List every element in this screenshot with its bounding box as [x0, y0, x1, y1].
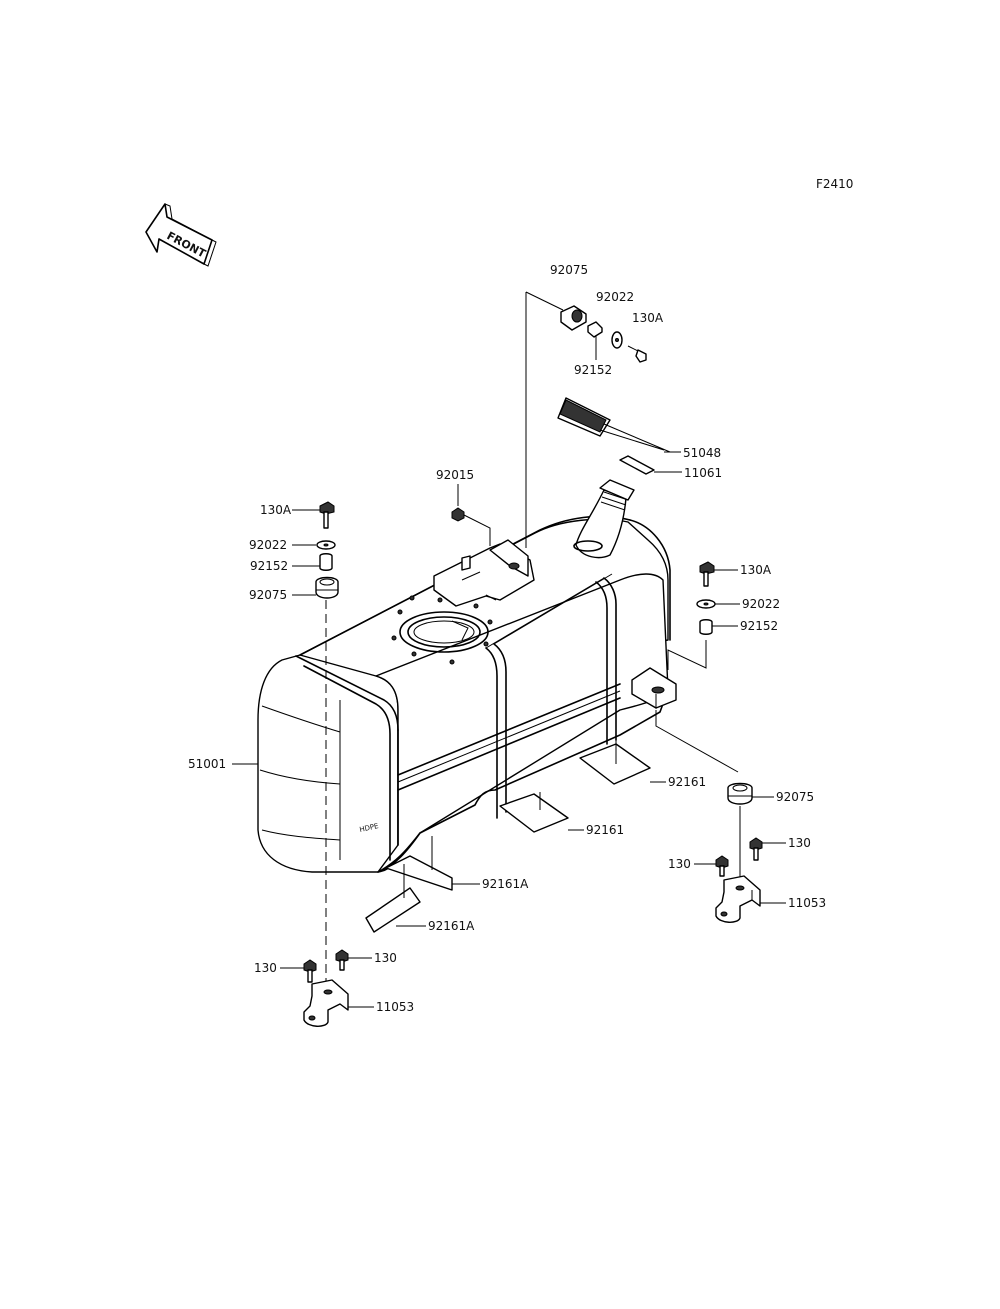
- label-92152-right: 92152: [740, 619, 778, 633]
- collar-92152-left: [319, 553, 333, 571]
- collar-92152-right: [699, 619, 713, 635]
- bolt-130A-right: [699, 561, 715, 587]
- bolt-130-right-lower: [715, 855, 729, 877]
- bolt-130A-top: [627, 345, 647, 363]
- label-92161A-a: 92161A: [482, 877, 529, 891]
- label-130A-top: 130A: [632, 311, 664, 325]
- label-92075-top: 92075: [550, 263, 588, 277]
- pad-92161A-b: [365, 887, 421, 933]
- label-130-right-a: 130: [788, 836, 811, 850]
- label-130A-left: 130A: [260, 503, 292, 517]
- label-92022-right: 92022: [742, 597, 780, 611]
- pad-92161-b: [499, 793, 569, 833]
- label-11053-left: 11053: [376, 1000, 414, 1014]
- label-92161-a: 92161: [668, 775, 706, 789]
- cover-51048: [557, 397, 671, 453]
- label-92022-left: 92022: [249, 538, 287, 552]
- bolt-130-right-upper: [749, 837, 763, 861]
- grommet-92075-left: [315, 576, 339, 599]
- washer-92022-right: [696, 599, 716, 609]
- label-11053-right: 11053: [788, 896, 826, 910]
- label-92015: 92015: [436, 468, 474, 482]
- label-92075-right: 92075: [776, 790, 814, 804]
- grommet-92075-top: [560, 305, 587, 331]
- label-51001: 51001: [188, 757, 226, 771]
- label-51048: 51048: [683, 446, 721, 460]
- pad-92161-a: [579, 743, 651, 785]
- label-92075-left: 92075: [249, 588, 287, 602]
- label-92022-top: 92022: [596, 290, 634, 304]
- washer-92022-top: [611, 331, 623, 349]
- bracket-11053-right: [715, 875, 761, 923]
- nut-92015: [451, 507, 465, 522]
- label-130-left-b: 130: [374, 951, 397, 965]
- packing-11061: [619, 455, 655, 475]
- bolt-130-left-a: [303, 959, 317, 983]
- grommet-92075-right: [727, 782, 753, 805]
- label-130-right-b: 130: [668, 857, 691, 871]
- label-92152-top: 92152: [574, 363, 612, 377]
- collar-92152-top: [587, 321, 603, 338]
- label-92161A-b: 92161A: [428, 919, 475, 933]
- washer-92022-left: [316, 540, 336, 550]
- fuel-tank: HDPE: [257, 479, 677, 873]
- bolt-130-left-b: [335, 949, 349, 971]
- bracket-11053-left: [303, 979, 349, 1027]
- tank-material-text: HDPE: [359, 822, 380, 834]
- front-arrow-icon: FRONT: [145, 203, 217, 267]
- label-92161-b: 92161: [586, 823, 624, 837]
- label-130A-right: 130A: [740, 563, 772, 577]
- figure-code: F2410: [816, 177, 853, 191]
- label-92152-left: 92152: [250, 559, 288, 573]
- pad-92161A-a: [385, 855, 453, 891]
- label-11061: 11061: [684, 466, 722, 480]
- label-130-left-a: 130: [254, 961, 277, 975]
- bolt-130A-left: [319, 501, 335, 529]
